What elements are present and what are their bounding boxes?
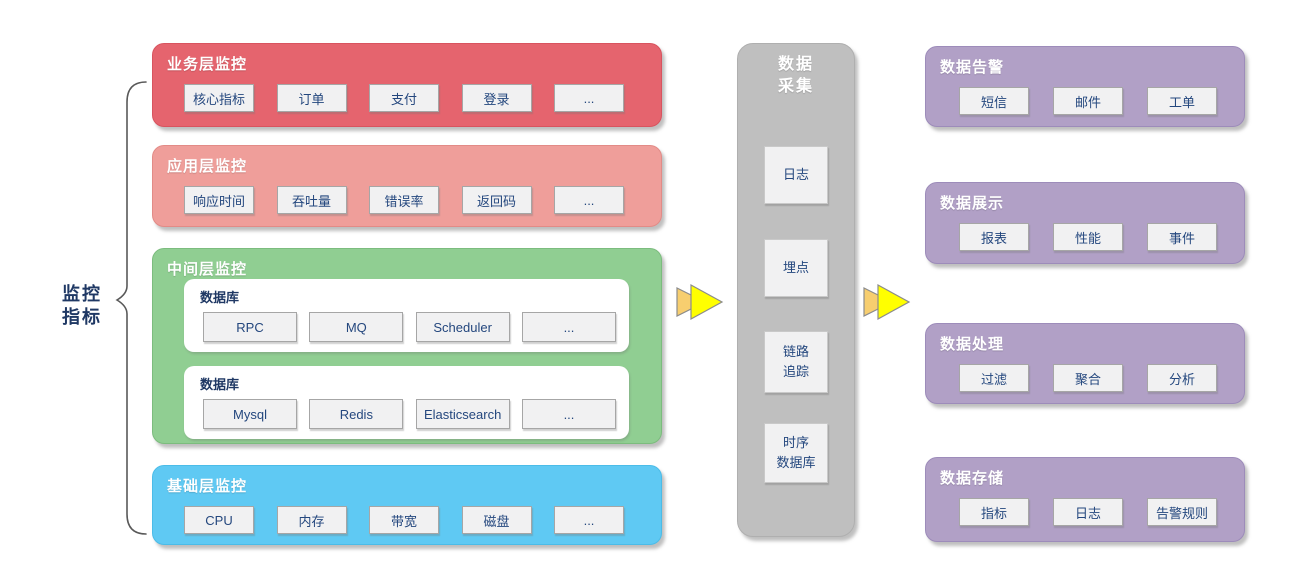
panel-title: 应用层监控 (167, 158, 248, 175)
box-row: 指标 日志 告警规则 (926, 498, 1244, 526)
node-line: 埋点 (782, 260, 809, 275)
panel-data-processing: 数据处理 过滤 聚合 分析 (925, 323, 1245, 404)
node-sms: 短信 (959, 87, 1029, 115)
node-analyze: 分析 (1147, 364, 1217, 392)
node-error-rate: 错误率 (369, 186, 439, 214)
node-tracking-points: 埋点 (764, 239, 828, 297)
panel-data-display: 数据展示 报表 性能 事件 (925, 182, 1245, 264)
node-ellipsis: ... (554, 506, 624, 534)
node-ellipsis: ... (554, 186, 624, 214)
node-bandwidth: 带宽 (369, 506, 439, 534)
node-aggregate: 聚合 (1053, 364, 1123, 392)
node-response-time: 响应时间 (184, 186, 254, 214)
node-payment: 支付 (369, 84, 439, 112)
box-row: 短信 邮件 工单 (926, 87, 1244, 115)
curly-brace (115, 81, 147, 535)
panel-infrastructure-layer: 基础层监控 CPU 内存 带宽 磁盘 ... (152, 465, 662, 545)
panel-title: 业务层监控 (167, 56, 248, 73)
node-redis: Redis (309, 399, 404, 429)
node-mq: MQ (309, 312, 404, 342)
panel-business-layer: 业务层监控 核心指标 订单 支付 登录 ... (152, 43, 662, 127)
panel-title: 基础层监控 (167, 478, 248, 495)
subpanel-middleware: 数据库 RPC MQ Scheduler ... (184, 279, 629, 352)
node-ellipsis: ... (521, 399, 616, 429)
node-filter: 过滤 (959, 364, 1029, 392)
node-logs: 日志 (1053, 498, 1123, 526)
node-line: 日志 (782, 167, 809, 182)
panel-data-alerting: 数据告警 短信 邮件 工单 (925, 46, 1245, 127)
node-ellipsis: ... (554, 84, 624, 112)
diagram-group-label-line: 指标 (62, 307, 102, 327)
subpanel-database: 数据库 Mysql Redis Elasticsearch ... (184, 366, 629, 439)
node-mysql: Mysql (203, 399, 297, 429)
node-scheduler: Scheduler (415, 312, 510, 342)
node-ellipsis: ... (521, 312, 616, 342)
node-elasticsearch: Elasticsearch (415, 399, 510, 429)
panel-title: 数据告警 (940, 59, 1005, 76)
node-rpc: RPC (203, 312, 297, 342)
box-row: 报表 性能 事件 (926, 223, 1244, 251)
node-throughput: 吞吐量 (276, 186, 347, 214)
panel-title-line: 数据 (777, 56, 814, 73)
node-memory: 内存 (276, 506, 347, 534)
node-line: 链路 (782, 344, 809, 359)
panel-data-storage: 数据存储 指标 日志 告警规则 (925, 457, 1245, 542)
panel-title: 数据存储 (940, 470, 1005, 487)
node-events: 事件 (1147, 223, 1217, 251)
node-alert-rules: 告警规则 (1147, 498, 1217, 526)
node-reports: 报表 (959, 223, 1029, 251)
node-trace: 链路 追踪 (764, 331, 828, 393)
panel-title: 中间层监控 (167, 261, 248, 278)
panel-title: 数据展示 (940, 195, 1005, 212)
node-return-code: 返回码 (461, 186, 532, 214)
diagram-group-label: 监控 指标 (40, 283, 124, 329)
box-row: CPU 内存 带宽 磁盘 ... (153, 506, 661, 534)
node-line: 时序 (782, 435, 809, 450)
double-arrow-icon (676, 283, 724, 321)
node-ticket: 工单 (1147, 87, 1217, 115)
node-login: 登录 (461, 84, 532, 112)
node-line: 数据库 (776, 455, 816, 470)
node-line: 追踪 (782, 364, 809, 379)
double-arrow-icon (863, 283, 911, 321)
diagram-group-label-line: 监控 (62, 284, 102, 304)
box-row: 过滤 聚合 分析 (926, 364, 1244, 392)
node-metrics: 指标 (959, 498, 1029, 526)
node-core-metrics: 核心指标 (184, 84, 254, 112)
node-logs: 日志 (764, 146, 828, 204)
panel-data-collection: 数据 采集 日志 埋点 链路 追踪 时序 数据库 (737, 43, 855, 537)
node-timeseries-db: 时序 数据库 (764, 423, 828, 483)
panel-title: 数据处理 (940, 336, 1005, 353)
panel-application-layer: 应用层监控 响应时间 吞吐量 错误率 返回码 ... (152, 145, 662, 227)
box-row: 响应时间 吞吐量 错误率 返回码 ... (153, 186, 661, 214)
node-cpu: CPU (184, 506, 254, 534)
box-row: RPC MQ Scheduler ... (184, 312, 629, 342)
subpanel-title: 数据库 (200, 377, 240, 392)
node-disk: 磁盘 (461, 506, 532, 534)
panel-title-line: 采集 (777, 78, 814, 95)
panel-title: 数据 采集 (738, 44, 854, 98)
box-row: 核心指标 订单 支付 登录 ... (153, 84, 661, 112)
node-email: 邮件 (1053, 87, 1123, 115)
panel-middleware-layer: 中间层监控 数据库 RPC MQ Scheduler ... 数据库 Mysql… (152, 248, 662, 444)
node-performance: 性能 (1053, 223, 1123, 251)
subpanel-title: 数据库 (200, 290, 240, 305)
node-orders: 订单 (276, 84, 347, 112)
box-row: Mysql Redis Elasticsearch ... (184, 399, 629, 429)
